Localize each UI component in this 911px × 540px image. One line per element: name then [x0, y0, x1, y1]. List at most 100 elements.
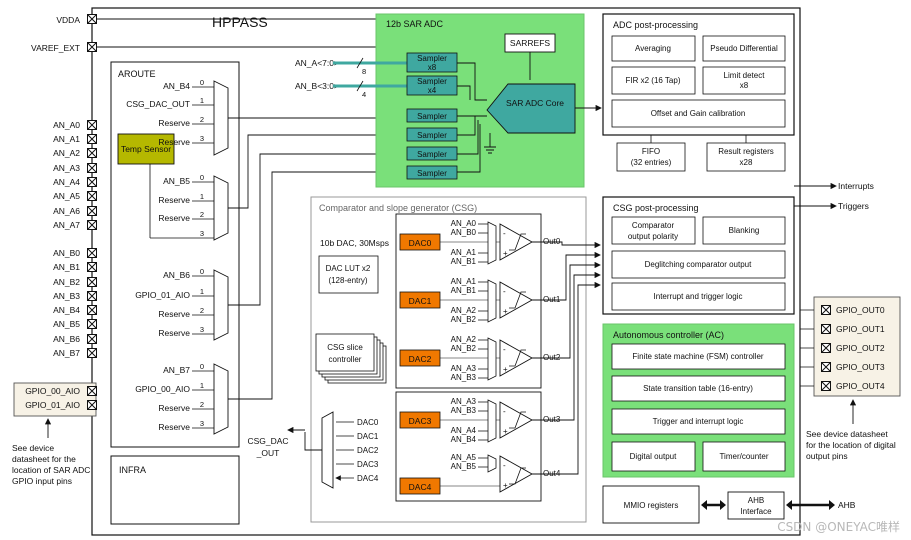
svg-text:AN_B5: AN_B5: [451, 462, 477, 471]
svg-text:Comparator: Comparator: [632, 221, 675, 230]
svg-text:AN_A0: AN_A0: [451, 219, 477, 228]
svg-text:0: 0: [200, 173, 204, 182]
svg-text:2: 2: [200, 306, 204, 315]
aroute-title: AROUTE: [118, 69, 156, 79]
svg-text:+: +: [503, 365, 508, 374]
svg-text:-: -: [503, 407, 506, 416]
svg-text:AN_B1: AN_B1: [451, 257, 477, 266]
svg-text:AN_B6: AN_B6: [163, 270, 190, 280]
pin-an-a1: AN_A1: [53, 134, 80, 144]
svg-text:GPIO_OUT3: GPIO_OUT3: [836, 362, 885, 372]
vdda-pin-icon: [87, 14, 97, 24]
ahb-label: AHB: [838, 500, 856, 510]
svg-text:3: 3: [200, 134, 204, 143]
svg-text:-: -: [503, 345, 506, 354]
pin-an-b6: AN_B6: [53, 334, 80, 344]
svg-text:0: 0: [200, 362, 204, 371]
samplers: Sampler x8 Sampler x4 Sampler Sampler Sa…: [406, 52, 458, 180]
csg-slice-controller: CSG slice controller: [315, 333, 387, 384]
svg-text:See device datasheet: See device datasheet: [806, 429, 888, 439]
mmio-block: [602, 485, 700, 524]
svg-text:Reserve: Reserve: [158, 195, 190, 205]
dac-output-mux: DAC0 DAC1 DAC2 DAC3 DAC4 CSG_DAC _OUT: [247, 411, 379, 489]
svg-text:Sampler: Sampler: [417, 150, 447, 159]
svg-text:Out4: Out4: [543, 469, 561, 478]
pin-an-b2: AN_B2: [53, 277, 80, 287]
note-right: See device datasheet for the location of…: [806, 429, 896, 461]
svg-text:DAC2: DAC2: [409, 354, 432, 364]
aroute-mux-4: AN_B7 GPIO_00_AIO Reserve Reserve 0 1 2 …: [135, 362, 229, 435]
an-b-bus-label: AN_B<3:0>: [295, 81, 339, 91]
result-registers-block: [706, 142, 786, 172]
svg-text:Limit detect: Limit detect: [724, 71, 766, 80]
svg-text:Sampler: Sampler: [417, 131, 447, 140]
svg-text:AN_A3: AN_A3: [451, 397, 477, 406]
svg-text:3: 3: [200, 325, 204, 334]
temp-sensor-label: Temp Sensor: [121, 144, 171, 154]
pin-an-b1: AN_B1: [53, 262, 80, 272]
svg-text:AN_A1: AN_A1: [451, 277, 477, 286]
vdda-label: VDDA: [56, 15, 80, 25]
svg-text:Reserve: Reserve: [158, 137, 190, 147]
svg-text:AN_A5: AN_A5: [451, 453, 477, 462]
svg-text:AN_B3: AN_B3: [451, 406, 477, 415]
csg-post-title: CSG post-processing: [613, 203, 699, 213]
svg-text:_OUT: _OUT: [256, 448, 280, 458]
svg-text:Out0: Out0: [543, 237, 561, 246]
dac-lut-block: [318, 255, 379, 294]
svg-text:GPIO input pins: GPIO input pins: [12, 476, 72, 486]
pin-an-b7: AN_B7: [53, 348, 80, 358]
pin-an-a2: AN_A2: [53, 148, 80, 158]
svg-text:DAC3: DAC3: [357, 460, 379, 469]
svg-text:CSG slice: CSG slice: [327, 343, 363, 352]
svg-text:Reserve: Reserve: [158, 309, 190, 319]
svg-text:-: -: [503, 461, 506, 470]
fir-label: FIR x2 (16 Tap): [626, 76, 681, 85]
svg-text:DAC4: DAC4: [409, 482, 432, 492]
svg-text:DAC0: DAC0: [357, 418, 379, 427]
svg-text:(128-entry): (128-entry): [328, 276, 367, 285]
svg-text:1: 1: [200, 96, 204, 105]
varef-label: VAREF_EXT: [31, 43, 80, 53]
dac-info-label: 10b DAC, 30Msps: [320, 238, 389, 248]
svg-text:3: 3: [200, 229, 204, 238]
aroute-mux-3: AN_B6 GPIO_01_AIO Reserve Reserve 0 1 2 …: [135, 267, 229, 341]
svg-text:DAC2: DAC2: [357, 446, 379, 455]
svg-text:CSG_DAC_OUT: CSG_DAC_OUT: [126, 99, 190, 109]
svg-text:-: -: [503, 287, 506, 296]
temp-sensor: [117, 133, 175, 165]
svg-text:AN_B4: AN_B4: [163, 81, 190, 91]
svg-text:Sampler: Sampler: [417, 112, 447, 121]
comparator-group-4: AN_A5 AN_B5 -+ Out4: [451, 453, 561, 493]
sarrefs-label: SARREFS: [510, 38, 550, 48]
ahb-interface-block: [727, 491, 785, 520]
triggers-label: Triggers: [838, 201, 869, 211]
svg-text:0: 0: [200, 78, 204, 87]
adc-post-title: ADC post-processing: [613, 20, 698, 30]
svg-text:CSG_DAC: CSG_DAC: [247, 436, 288, 446]
comparator-group-0: AN_A0 AN_B0 AN_A1 AN_B1 -+ Out0: [451, 219, 561, 266]
note-left: See device datasheet for the location of…: [12, 443, 90, 486]
svg-text:AN_B2: AN_B2: [451, 315, 477, 324]
svg-text:Reserve: Reserve: [158, 422, 190, 432]
svg-text:output polarity: output polarity: [628, 232, 678, 241]
blanking-label: Blanking: [729, 226, 760, 235]
aroute-mux-2: AN_B5 Reserve Reserve 0 1 2 3: [149, 164, 229, 241]
svg-text:for the location of digital: for the location of digital: [806, 440, 896, 450]
an-b-pins: AN_B0 AN_B1 AN_B2 AN_B3 AN_B4 AN_B5 AN_B…: [53, 248, 97, 358]
svg-text:AN_B7: AN_B7: [163, 365, 190, 375]
svg-text:+: +: [503, 427, 508, 436]
fsm-label: Finite state machine (FSM) controller: [632, 352, 763, 361]
watermark: CSDN @ONEYAC唯样: [777, 519, 900, 534]
csg-interrupt-label: Interrupt and trigger logic: [654, 292, 743, 301]
infra-block: [110, 455, 240, 525]
svg-text:Out1: Out1: [543, 295, 561, 304]
svg-text:DAC0: DAC0: [409, 238, 432, 248]
mmio-label: MMIO registers: [624, 501, 679, 510]
svg-text:GPIO_OUT0: GPIO_OUT0: [836, 305, 885, 315]
svg-text:1: 1: [200, 192, 204, 201]
averaging-label: Averaging: [635, 44, 671, 53]
sar-core: [486, 83, 576, 134]
sar-adc-title: 12b SAR ADC: [386, 19, 444, 29]
